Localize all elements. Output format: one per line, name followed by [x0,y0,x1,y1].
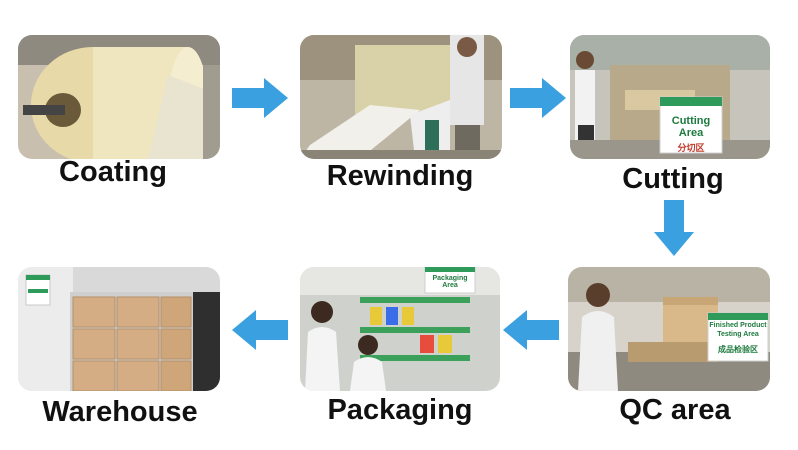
cutting-area-sign-sub: 分切区 [677,144,705,154]
step-label-rewinding: Rewinding [326,160,474,192]
cutting-area-sign-title: Cutting Area [671,115,711,139]
step-label-cutting: Cutting [622,163,724,195]
arrow-left-icon [232,310,288,350]
qc-sign-title-2: Testing Area [717,331,759,338]
qc-area-photo: Finished Product Testing Area 成品检验区 [568,267,770,391]
packaging-photo: Packaging Area [300,267,500,391]
step-label-packaging: Packaging [327,394,473,426]
arrow-right-icon [510,78,566,118]
arrow-left-icon [503,310,559,350]
arrow-down-icon [654,200,694,256]
step-label-coating: Coating [59,156,167,188]
step-label-warehouse: Warehouse [42,396,198,428]
qc-sign-title-1: Finished Product [709,322,767,329]
arrow-right-icon [232,78,288,118]
step-label-qc-area: QC area [619,394,731,426]
qc-sign-sub: 成品检验区 [718,345,758,354]
coating-photo [18,35,220,159]
packaging-sign-title: Packaging Area [432,275,468,289]
rewinding-photo [300,35,502,159]
warehouse-photo [18,267,220,391]
cutting-photo: Cutting Area 分切区 [570,35,770,159]
